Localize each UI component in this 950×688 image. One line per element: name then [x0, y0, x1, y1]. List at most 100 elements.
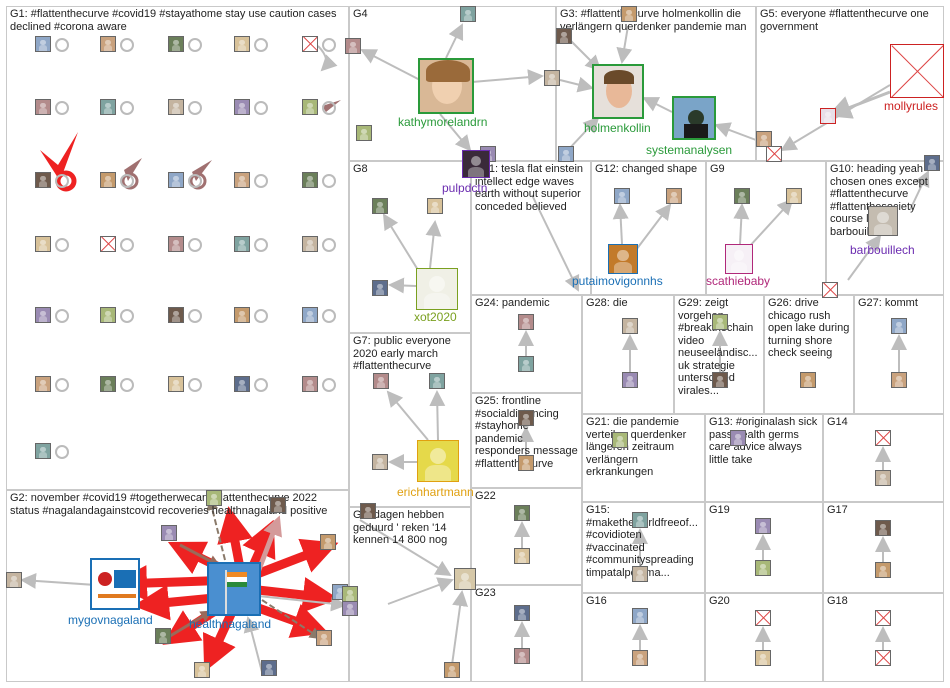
- avatar-node[interactable]: [755, 518, 771, 534]
- avatar-node[interactable]: [100, 236, 116, 252]
- avatar-node[interactable]: [875, 610, 891, 626]
- avatar-node[interactable]: [518, 356, 534, 372]
- avatar-node[interactable]: [614, 188, 630, 204]
- avatar-node[interactable]: [35, 36, 51, 52]
- healthnagaland-avatar[interactable]: [207, 562, 261, 616]
- avatar-node[interactable]: [518, 455, 534, 471]
- avatar-node[interactable]: [756, 131, 772, 147]
- avatar-node[interactable]: [6, 572, 22, 588]
- avatar-node[interactable]: [100, 307, 116, 323]
- avatar-node[interactable]: [875, 430, 891, 446]
- avatar-node[interactable]: [302, 172, 318, 188]
- avatar-node[interactable]: [518, 314, 534, 330]
- avatar-node[interactable]: [35, 376, 51, 392]
- avatar-node[interactable]: [302, 307, 318, 323]
- avatar-node[interactable]: [356, 125, 372, 141]
- putaimovigonnhs-avatar[interactable]: [608, 244, 638, 274]
- kathymorelandrn-avatar[interactable]: [418, 58, 474, 114]
- avatar-node[interactable]: [875, 650, 891, 666]
- avatar-node[interactable]: [302, 376, 318, 392]
- avatar-node[interactable]: [100, 376, 116, 392]
- mollyrules-avatar[interactable]: [890, 44, 944, 98]
- avatar-node[interactable]: [712, 372, 728, 388]
- avatar-node[interactable]: [342, 600, 358, 616]
- avatar-node[interactable]: [234, 307, 250, 323]
- avatar-node[interactable]: [302, 36, 318, 52]
- avatar-node[interactable]: [194, 662, 210, 678]
- avatar-node[interactable]: [712, 314, 728, 330]
- avatar-node[interactable]: [632, 566, 648, 582]
- avatar-node[interactable]: [35, 443, 51, 459]
- avatar-node[interactable]: [822, 282, 838, 298]
- scathiebaby-avatar[interactable]: [725, 244, 753, 274]
- avatar-node[interactable]: [168, 172, 184, 188]
- avatar-node[interactable]: [372, 198, 388, 214]
- avatar-node[interactable]: [632, 608, 648, 624]
- holmenkollin-avatar[interactable]: [592, 64, 644, 119]
- avatar-node[interactable]: [168, 307, 184, 323]
- avatar-node[interactable]: [632, 512, 648, 528]
- avatar-node[interactable]: [100, 172, 116, 188]
- avatar-node[interactable]: [372, 454, 388, 470]
- barbouillech-avatar[interactable]: [868, 206, 898, 236]
- avatar-node[interactable]: [730, 430, 746, 446]
- avatar-node[interactable]: [35, 172, 51, 188]
- avatar-node[interactable]: [345, 38, 361, 54]
- avatar-node[interactable]: [444, 662, 460, 678]
- systemanalysen-avatar[interactable]: [672, 96, 716, 140]
- avatar-node[interactable]: [621, 6, 637, 22]
- avatar-node[interactable]: [35, 307, 51, 323]
- avatar-node[interactable]: [632, 650, 648, 666]
- avatar-node[interactable]: [924, 155, 940, 171]
- avatar-node[interactable]: [734, 188, 750, 204]
- avatar-node[interactable]: [155, 628, 171, 644]
- avatar-node[interactable]: [429, 373, 445, 389]
- avatar-node[interactable]: [35, 99, 51, 115]
- avatar-node[interactable]: [168, 36, 184, 52]
- avatar-node[interactable]: [234, 99, 250, 115]
- avatar-node[interactable]: [755, 610, 771, 626]
- avatar-node[interactable]: [302, 99, 318, 115]
- pulpdctn-avatar[interactable]: [462, 150, 490, 178]
- avatar-node[interactable]: [556, 28, 572, 44]
- avatar-node[interactable]: [875, 562, 891, 578]
- erichhartmann-avatar[interactable]: [417, 440, 459, 482]
- avatar-node[interactable]: [234, 376, 250, 392]
- avatar-node[interactable]: [270, 497, 286, 513]
- avatar-node[interactable]: [261, 660, 277, 676]
- avatar-node[interactable]: [234, 236, 250, 252]
- avatar-node[interactable]: [35, 236, 51, 252]
- avatar-node[interactable]: [234, 36, 250, 52]
- avatar-node[interactable]: [206, 490, 222, 506]
- avatar-node[interactable]: [612, 432, 628, 448]
- avatar-node[interactable]: [342, 586, 358, 602]
- avatar-node[interactable]: [518, 410, 534, 426]
- avatar-node[interactable]: [302, 236, 318, 252]
- avatar-node[interactable]: [168, 99, 184, 115]
- avatar-node[interactable]: [514, 505, 530, 521]
- avatar-node[interactable]: [786, 188, 802, 204]
- avatar-node[interactable]: [800, 372, 816, 388]
- avatar-node[interactable]: [558, 146, 574, 162]
- avatar-node[interactable]: [514, 648, 530, 664]
- avatar-node[interactable]: [316, 630, 332, 646]
- avatar-node[interactable]: [755, 650, 771, 666]
- avatar-node[interactable]: [373, 373, 389, 389]
- avatar-node[interactable]: [891, 318, 907, 334]
- mygovnagaland-avatar[interactable]: [90, 558, 140, 610]
- avatar-node[interactable]: [820, 108, 836, 124]
- avatar-node[interactable]: [168, 236, 184, 252]
- avatar-node[interactable]: [514, 605, 530, 621]
- avatar-node[interactable]: [427, 198, 443, 214]
- avatar-node[interactable]: [544, 70, 560, 86]
- avatar-node[interactable]: [622, 372, 638, 388]
- avatar-node[interactable]: [360, 503, 376, 519]
- avatar-node[interactable]: [100, 36, 116, 52]
- xot2020-avatar[interactable]: [416, 268, 458, 310]
- avatar-node[interactable]: [875, 520, 891, 536]
- avatar-node[interactable]: [891, 372, 907, 388]
- avatar-node[interactable]: [666, 188, 682, 204]
- avatar-node[interactable]: [460, 6, 476, 22]
- avatar-node[interactable]: [100, 99, 116, 115]
- avatar-node[interactable]: [766, 146, 782, 162]
